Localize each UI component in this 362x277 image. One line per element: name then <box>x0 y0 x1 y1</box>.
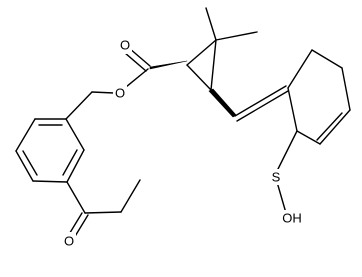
bond-benz-5 <box>66 149 85 183</box>
bond-ketone-c-ch2 <box>84 211 122 214</box>
atom-labels: O O O S OH <box>62 38 304 249</box>
benzene-ring <box>15 118 85 183</box>
propanoyl-group <box>66 179 141 239</box>
bond-benz-2 <box>15 118 36 152</box>
bond-c2-methyl-2 <box>215 31 258 41</box>
bond-c2-c3 <box>210 39 217 91</box>
atom-s-label: S <box>272 170 281 185</box>
bond-exo-double-a <box>234 85 287 117</box>
bond-s-oh <box>276 181 287 214</box>
bond-benz-3-inner <box>22 150 38 176</box>
bond-benz-5-inner <box>62 149 78 176</box>
bond-ester-o-ch2 <box>91 91 115 94</box>
bond-benz-4 <box>32 180 68 183</box>
cyclopropane-ring <box>149 7 258 118</box>
bond-ring-a <box>287 49 313 89</box>
bond-ketone-double-b <box>73 214 89 239</box>
atom-o-ester-label: O <box>115 86 125 101</box>
bond-carbonyl-c-ester-o <box>125 68 149 88</box>
wedge-c1-carbonyl <box>149 60 188 70</box>
bond-ch2-ring <box>65 91 93 120</box>
bond-carbonyl-double-a <box>128 47 151 67</box>
ester-group <box>65 47 151 120</box>
bond-ring-d <box>319 109 351 145</box>
bond-carbonyl-double-b <box>124 52 147 72</box>
atom-oh-label: OH <box>282 211 302 226</box>
bond-c-s <box>276 130 298 172</box>
bond-ch2-ch3 <box>120 179 141 213</box>
bond-benz-6 <box>65 118 85 151</box>
bond-ring-b <box>311 49 343 69</box>
atom-o-ketone-label: O <box>64 234 74 249</box>
bond-ring-f <box>287 87 298 132</box>
bond-c1-c2 <box>186 39 217 66</box>
wedge-c3-vinyl <box>208 88 237 118</box>
bond-c3-c1 <box>186 64 212 91</box>
bond-benz-3 <box>15 150 34 182</box>
bond-ring-d-inner <box>316 112 343 141</box>
bond-ring-e <box>296 130 321 145</box>
bond-ring-c <box>341 67 351 111</box>
bond-exo-double-b <box>236 90 289 122</box>
atom-o-carbonyl-label: O <box>120 38 130 53</box>
bond-ring-ketone-c <box>66 181 86 214</box>
cyclohexene-ring <box>234 49 351 214</box>
bond-c2-methyl-1 <box>205 7 217 41</box>
